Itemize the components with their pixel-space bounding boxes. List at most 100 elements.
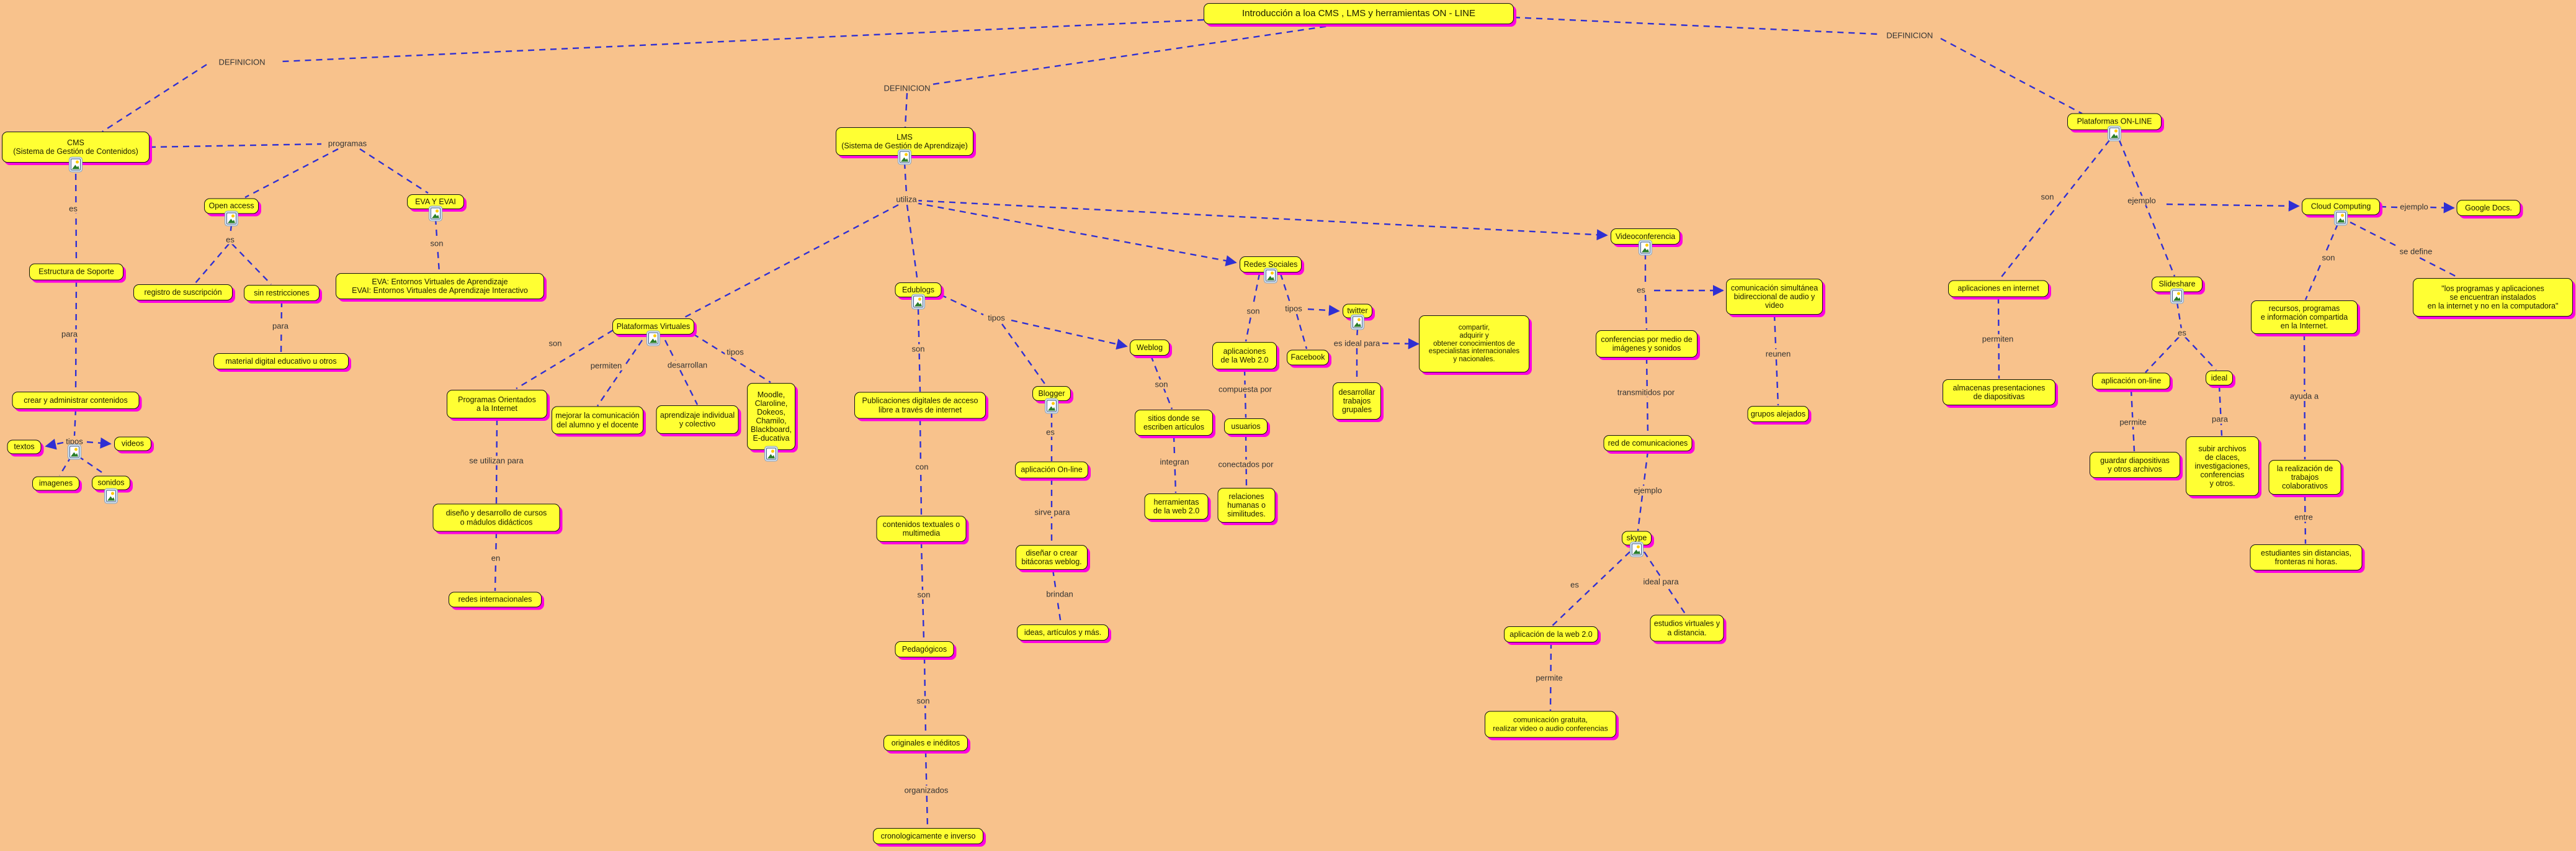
- link-label-tipos-edublogs[interactable]: tipos: [986, 313, 1007, 323]
- node-ideas-articulos[interactable]: ideas, artículos y más.: [1017, 624, 1109, 641]
- link-label-brindan[interactable]: brindan: [1044, 589, 1075, 599]
- link-label-es-ideal-para[interactable]: es ideal para: [1331, 338, 1382, 348]
- node-sin-restricciones[interactable]: sin restricciones: [244, 285, 320, 301]
- node-diseno-desarrollo-cursos[interactable]: diseño y desarrollo de cursos o mádulos …: [432, 503, 560, 532]
- node-aplicacion-web20-skype[interactable]: aplicación de la web 2.0: [1504, 626, 1598, 642]
- node-realizacion-trabajos[interactable]: la realización de trabajos colaborativos: [2268, 460, 2341, 495]
- link-label-son-pedagogicos-1[interactable]: son: [915, 590, 932, 600]
- link-label-es-openaccess[interactable]: es: [224, 235, 236, 245]
- link-label-con[interactable]: con: [913, 462, 931, 472]
- image-resource-icon[interactable]: [106, 490, 116, 502]
- node-facebook[interactable]: Facebook: [1287, 349, 1329, 366]
- link-label-se-utilizan-para[interactable]: se utilizan para: [467, 456, 525, 466]
- image-resource-icon[interactable]: [2109, 127, 2119, 140]
- node-compartir-adquirir[interactable]: compartir, adquirir y obtener conocimien…: [1419, 315, 1529, 372]
- link-label-es-slideshare[interactable]: es: [2176, 328, 2188, 338]
- link-label-ejemplo-cloud[interactable]: ejemplo: [2398, 202, 2430, 212]
- node-conferencias-imagenes[interactable]: conferencias por medio de imágenes y son…: [1596, 330, 1697, 358]
- link-label-organizados[interactable]: organizados: [902, 785, 950, 795]
- node-comunicacion-simultanea[interactable]: comunicación simultánea bidireccional de…: [1726, 279, 1823, 315]
- link-label-son-cloud[interactable]: son: [2320, 253, 2337, 263]
- link-label-es-skype[interactable]: es: [1568, 580, 1581, 590]
- image-resource-icon[interactable]: [1266, 269, 1276, 282]
- node-videoconferencia[interactable]: Videoconferencia: [1611, 228, 1680, 245]
- node-almacenas-presentaciones[interactable]: almacenas presentaciones de diapositivas: [1943, 379, 2055, 405]
- node-grupos-alejados[interactable]: grupos alejados: [1747, 406, 1809, 422]
- link-label-definicion-left[interactable]: DEFINICION: [217, 57, 267, 67]
- image-resource-icon[interactable]: [766, 448, 776, 460]
- link-label-conectados-por[interactable]: conectados por: [1216, 459, 1276, 469]
- link-label-son-pedagogicos-2[interactable]: son: [915, 696, 932, 706]
- link-label-integran[interactable]: integran: [1158, 457, 1191, 467]
- link-label-son-edublogs[interactable]: son: [910, 344, 927, 354]
- image-resource-icon[interactable]: [226, 212, 236, 225]
- node-contenidos-textuales[interactable]: contenidos textuales o multimedia: [876, 516, 967, 542]
- node-aprendizaje-individual[interactable]: aprendizaje individual y colectivo: [656, 405, 739, 434]
- node-guardar-diapositivas[interactable]: guardar diapositivas y otros archivos: [2090, 452, 2180, 478]
- node-aplicaciones-en-internet[interactable]: aplicaciones en internet: [1948, 280, 2049, 297]
- node-disenar-crear-bitacoras[interactable]: diseñar o crear bitácoras weblog.: [1016, 545, 1088, 570]
- node-registro-suscripcion[interactable]: registro de suscripción: [133, 284, 233, 300]
- node-plataformas-online[interactable]: Plataformas ON-LINE: [2067, 113, 2162, 130]
- node-textos[interactable]: textos: [7, 439, 42, 454]
- image-resource-icon[interactable]: [71, 158, 81, 171]
- link-label-permite-slideshare[interactable]: permite: [2118, 417, 2149, 427]
- node-estudiantes-sin-distancias[interactable]: estudiantes sin distancias, fronteras ni…: [2250, 544, 2363, 570]
- node-mejorar-comunicacion[interactable]: mejorar la comunicación del alumno y el …: [552, 406, 643, 435]
- link-label-son-redessociales[interactable]: son: [1245, 306, 1262, 316]
- node-red-comunicaciones[interactable]: red de comunicaciones: [1603, 435, 1693, 451]
- node-publicaciones-digitales[interactable]: Publicaciones digitales de acceso libre …: [854, 392, 986, 419]
- node-slideshare[interactable]: Slideshare: [2152, 276, 2203, 292]
- node-sitios-articulos[interactable]: sitios donde se escriben artículos: [1135, 410, 1213, 436]
- link-label-desarrollan[interactable]: desarrollan: [665, 360, 710, 370]
- node-crear-administrar-contenidos[interactable]: crear y administrar contenidos: [12, 392, 140, 409]
- node-cms[interactable]: CMS (Sistema de Gestión de Contenidos): [2, 132, 150, 163]
- link-label-reunen[interactable]: reunen: [1763, 349, 1793, 359]
- link-label-es-videoconferencia[interactable]: es: [1635, 285, 1647, 295]
- link-label-para-cms[interactable]: para: [59, 329, 80, 339]
- image-resource-icon[interactable]: [2336, 212, 2346, 224]
- link-label-son-pv[interactable]: son: [547, 338, 564, 348]
- node-originales-ineditos[interactable]: originales e inéditos: [883, 735, 968, 751]
- node-blogger[interactable]: Blogger: [1032, 386, 1071, 401]
- image-resource-icon[interactable]: [1632, 543, 1642, 556]
- node-weblog[interactable]: Weblog: [1130, 340, 1169, 356]
- node-sonidos[interactable]: sonidos: [92, 475, 130, 490]
- node-herramientas-web20[interactable]: herramientas de la web 2.0: [1144, 493, 1209, 520]
- node-edublogs[interactable]: Edublogs: [895, 282, 942, 297]
- node-programas-orientados[interactable]: Programas Orientados a la Internet: [447, 390, 547, 418]
- link-label-utiliza[interactable]: utiliza: [894, 194, 919, 204]
- link-label-tipos-pv[interactable]: tipos: [725, 347, 746, 357]
- image-resource-icon[interactable]: [431, 207, 441, 220]
- link-label-definicion-right[interactable]: DEFINICION: [1884, 30, 1935, 40]
- link-label-son-plataformasonline[interactable]: son: [2039, 192, 2056, 202]
- node-subir-archivos[interactable]: subir archivos de claces, investigacione…: [2186, 436, 2259, 496]
- node-moodle-claroline[interactable]: Moodle, Claroline, Dokeos, Chamilo, Blac…: [747, 383, 795, 450]
- link-label-para-sinrestricciones[interactable]: para: [270, 321, 291, 331]
- image-resource-icon[interactable]: [900, 151, 910, 163]
- node-eva-y-evai[interactable]: EVA Y EVAI: [407, 194, 464, 209]
- image-resource-icon[interactable]: [1047, 400, 1057, 412]
- image-resource-icon[interactable]: [1353, 316, 1362, 328]
- image-resource-icon[interactable]: [2172, 290, 2182, 302]
- node-redes-internacionales[interactable]: redes internacionales: [449, 592, 542, 608]
- node-aplicaciones-web20[interactable]: aplicaciones de la Web 2.0: [1212, 342, 1277, 369]
- image-resource-icon[interactable]: [69, 446, 79, 458]
- node-desarrollar-trabajos[interactable]: desarrollar trabajos grupales: [1333, 382, 1381, 420]
- link-label-permite-skype[interactable]: permite: [1534, 673, 1565, 683]
- link-label-es-blogger[interactable]: es: [1044, 427, 1057, 437]
- node-usuarios[interactable]: usuarios: [1224, 418, 1268, 435]
- link-label-en[interactable]: en: [489, 553, 503, 563]
- link-label-tipos-redessociales[interactable]: tipos: [1283, 304, 1304, 313]
- link-label-es-cms[interactable]: es: [67, 204, 79, 214]
- link-label-entre[interactable]: entre: [2292, 512, 2315, 522]
- link-label-se-define[interactable]: se define: [2397, 246, 2435, 256]
- link-label-son-weblog[interactable]: son: [1153, 379, 1170, 389]
- node-relaciones-humanas[interactable]: relaciones humanas o similitudes.: [1217, 488, 1276, 523]
- link-label-programas[interactable]: programas: [326, 138, 369, 148]
- node-twitter[interactable]: twitter: [1343, 304, 1372, 318]
- link-label-permiten-appsinternet[interactable]: permiten: [1980, 334, 2016, 344]
- link-label-definicion-center[interactable]: DEFINICION: [882, 83, 932, 93]
- node-eva-evai-definicion[interactable]: EVA: Entornos Virtuales de Aprendizaje E…: [336, 273, 544, 299]
- image-resource-icon[interactable]: [1640, 241, 1650, 254]
